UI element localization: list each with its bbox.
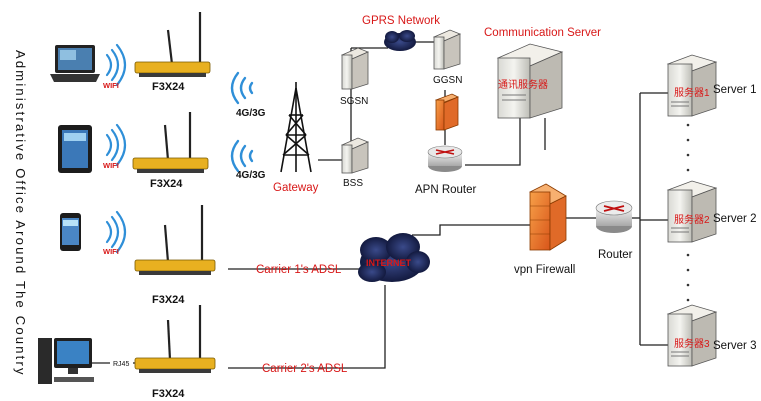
ggsn-label: GGSN [433, 75, 462, 86]
f3x24-router-3 [134, 205, 216, 275]
server-name: Server 1 [713, 84, 756, 96]
internet-label: INTERNET [366, 258, 412, 268]
desktop-pc-device [38, 338, 94, 384]
rj45-connector [110, 358, 133, 368]
comm-server-badge: 通讯服务器 [498, 78, 548, 91]
router-model-label: F3X24 [152, 388, 185, 400]
phone-device [60, 213, 81, 251]
server-3-icon [666, 304, 718, 367]
server-badge: 服务器3 [674, 337, 710, 350]
wifi-label: WIFI [103, 247, 119, 256]
comm-server-title: Communication Server [484, 27, 601, 39]
wifi-label: WIFI [103, 161, 119, 170]
sgsn-label: SGSN [340, 96, 368, 107]
cell-signal-icon [230, 71, 254, 173]
server-name: Server 3 [713, 340, 756, 352]
bss-label: BSS [343, 178, 363, 189]
router-label: Router [598, 249, 633, 261]
gateway-tower-icon [280, 82, 312, 173]
gprs-firewall-icon [435, 93, 459, 131]
sgsn-server-icon [340, 47, 370, 90]
tablet-device [58, 125, 92, 173]
gateway-label: Gateway [273, 182, 319, 194]
server-dots [686, 123, 690, 302]
router-model-label: F3X24 [150, 178, 183, 190]
server-name: Server 2 [713, 213, 756, 225]
apn-router-label: APN Router [415, 184, 477, 196]
router-icon [595, 200, 633, 233]
side-title: Administrative Office Around The Country [13, 50, 28, 377]
server-badge: 服务器1 [674, 86, 710, 99]
f3x24-router-1 [134, 12, 211, 77]
router-model-label: F3X24 [152, 294, 185, 306]
server-2-icon [666, 180, 718, 243]
f3x24-router-2 [132, 112, 209, 173]
carrier-2-label: Carrier 2's ADSL [262, 363, 348, 375]
ggsn-server-icon [432, 29, 462, 70]
comm-server-icon [496, 43, 564, 119]
cell-network-label: 4G/3G [236, 170, 266, 181]
gprs-cloud-icon [384, 30, 416, 51]
f3x24-router-4 [134, 305, 216, 373]
vpn-firewall-icon [529, 183, 567, 251]
carrier-1-label: Carrier 1's ADSL [256, 264, 342, 276]
vpn-firewall-label: vpn Firewall [514, 264, 575, 276]
wifi-label: WIFI [103, 81, 119, 90]
gprs-network-label: GPRS Network [362, 15, 440, 27]
router-model-label: F3X24 [152, 81, 185, 93]
apn-router-icon [427, 145, 463, 172]
server-badge: 服务器2 [674, 213, 710, 226]
laptop-device [50, 45, 100, 82]
bss-server-icon [340, 137, 370, 174]
server-1-icon [666, 54, 718, 117]
wifi-icon [105, 43, 127, 254]
cell-network-label: 4G/3G [236, 108, 266, 119]
internet-cloud-icon [358, 233, 430, 282]
rj45-label: RJ45 [113, 361, 129, 368]
